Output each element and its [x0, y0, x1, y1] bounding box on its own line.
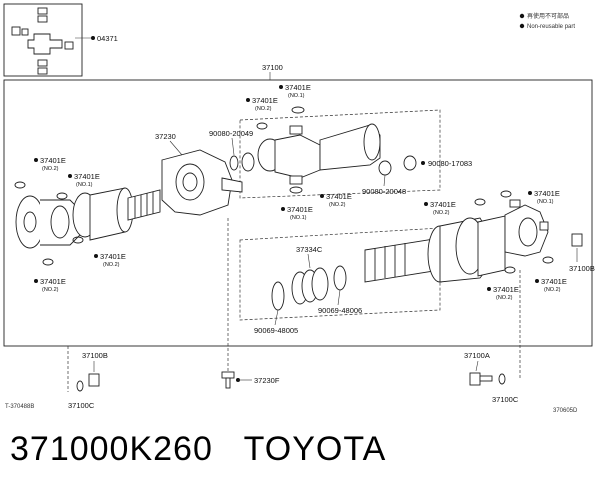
label-37230f: 37230F: [254, 376, 280, 385]
front-flange-yoke: [15, 192, 98, 249]
part-number: 371000K260: [10, 430, 213, 468]
inset-box: [3, 3, 83, 77]
label-37401e-left2: 37401E: [74, 172, 100, 181]
bolt-37100a: [469, 372, 493, 386]
label-37401e-left2-no: (NO.1): [76, 182, 93, 188]
label-37100c-left: 37100C: [68, 401, 95, 410]
washer-37100c-right: [498, 373, 506, 385]
label-37100b-left: 37100B: [82, 351, 108, 360]
label-37100b-right: 37100B: [569, 264, 595, 273]
label-37401e-r1: 37401E: [430, 200, 456, 209]
label-37401e-r4-no: (NO.2): [544, 287, 561, 293]
lower-dashed-group: [239, 227, 441, 321]
spider-kit-illustration: [11, 7, 74, 75]
label-37334c: 37334C: [296, 245, 323, 254]
nut-37100b-right: [571, 233, 583, 247]
center-support-bearing: [161, 149, 243, 216]
label-37100a: 37100A: [464, 351, 490, 360]
label-37230: 37230: [155, 132, 176, 141]
label-90080-20048: 90080-20048: [362, 187, 406, 196]
label-90069-48005: 90069-48005: [254, 326, 298, 335]
assembly-box: [3, 79, 593, 347]
label-37401e-mid1-no: (NO.2): [329, 202, 346, 208]
label-90069-48006: 90069-48006: [318, 306, 362, 315]
label-37401e-left3: 37401E: [100, 252, 126, 261]
label-04371: 04371: [97, 34, 118, 43]
label-37401e-left3-no: (NO.2): [103, 262, 120, 268]
washer-90080-20049: [229, 155, 239, 171]
label-37401e-r2-no: (NO.1): [537, 199, 554, 205]
label-90080-20049: 90080-20049: [209, 129, 253, 138]
label-37401e-r1-no: (NO.2): [433, 210, 450, 216]
label-37401e-2-no: (NO.2): [255, 106, 272, 112]
label-37401e-2: 37401E: [252, 96, 278, 105]
label-37401e-r4: 37401E: [541, 277, 567, 286]
label-37401e-mid2: 37401E: [287, 205, 313, 214]
label-37401e-left4-no: (NO.2): [42, 287, 59, 293]
label-37401e-mid2-no: (NO.1): [290, 215, 307, 221]
rear-flange-yoke: [504, 199, 549, 257]
legend-dot-1: [519, 13, 525, 19]
front-propeller-shaft: [89, 187, 161, 241]
dust-boot: [271, 265, 347, 311]
legend-item-2: Non-reusable part: [527, 24, 575, 30]
bolt-37230f: [221, 371, 235, 389]
ref-code-right: 370605D: [553, 408, 578, 414]
label-37401e-mid1: 37401E: [326, 192, 352, 201]
nut-37100b-left: [88, 373, 100, 387]
label-90080-17083: 90080-17083: [428, 159, 472, 168]
legend-dot-2: [519, 23, 525, 29]
label-37401e-top: 37401E: [285, 83, 311, 92]
washer-37100c-left: [76, 380, 84, 392]
part-title: 371000K260 TOYOTA: [10, 430, 386, 469]
label-37401e-r3-no: (NO.2): [496, 295, 513, 301]
label-37401e-left1: 37401E: [40, 156, 66, 165]
non-reusable-dot: [91, 36, 95, 40]
label-37401e-left4: 37401E: [40, 277, 66, 286]
intermediate-joint: [241, 123, 417, 185]
label-37401e-left1-no: (NO.2): [42, 166, 59, 172]
label-37401e-top-no: (NO.1): [288, 93, 305, 99]
rear-spline-shaft: [364, 215, 506, 283]
label-37401e-r3: 37401E: [493, 285, 519, 294]
label-37401e-r2: 37401E: [534, 189, 560, 198]
label-37100c-right: 37100C: [492, 395, 519, 404]
label-37100: 37100: [262, 63, 283, 72]
legend-item-1: 再使用不可部品: [527, 12, 569, 20]
brand-name: TOYOTA: [243, 430, 387, 468]
upper-dashed-group: [239, 109, 441, 199]
ref-code-left: T-370488B: [5, 404, 34, 410]
